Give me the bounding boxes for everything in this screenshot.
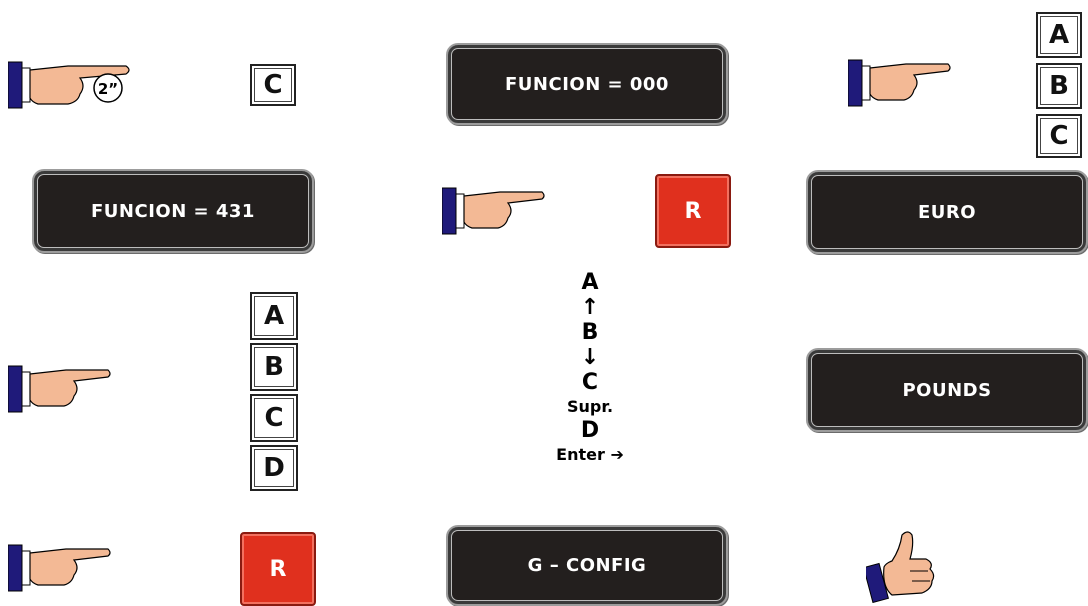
- pointing-hand-icon: [848, 59, 951, 107]
- legend-a: A: [581, 270, 599, 295]
- legend-supr: Supr.: [566, 397, 614, 416]
- key-c[interactable]: C: [1036, 114, 1082, 158]
- key-a[interactable]: A: [250, 292, 298, 340]
- thumbs-up-icon: [866, 531, 935, 603]
- key-b[interactable]: B: [1036, 63, 1082, 109]
- down-arrow-icon: ↓: [580, 345, 600, 370]
- key-c[interactable]: C: [250, 64, 296, 106]
- display-pounds: POUNDS: [806, 348, 1088, 432]
- display-euro: EURO: [806, 170, 1088, 254]
- display-funcion-000: FUNCION = 000: [446, 43, 728, 125]
- key-b[interactable]: B: [250, 343, 298, 391]
- up-arrow-icon: ↑: [580, 295, 600, 320]
- reset-key[interactable]: R: [240, 532, 316, 606]
- reset-key[interactable]: R: [655, 174, 731, 248]
- key-c[interactable]: C: [250, 394, 298, 442]
- pointing-hand-icon: [8, 365, 111, 413]
- pointing-hand-hold-icon: 2”: [8, 61, 130, 109]
- hold-seconds-label: 2”: [98, 80, 118, 98]
- key-a[interactable]: A: [1036, 12, 1082, 58]
- legend-c: C: [581, 370, 599, 395]
- display-funcion-431: FUNCION = 431: [32, 169, 314, 253]
- key-d[interactable]: D: [250, 445, 298, 491]
- legend-d: D: [580, 418, 600, 443]
- pointing-hand-icon: [8, 544, 111, 592]
- legend-b: B: [581, 320, 599, 345]
- display-g-config: G – CONFIG: [446, 525, 728, 606]
- pointing-hand-icon: [442, 187, 545, 235]
- legend-enter: Enter ➔: [556, 445, 624, 464]
- key-mapping-legend: A ↑ B ↓ C Supr. D Enter ➔: [520, 270, 660, 466]
